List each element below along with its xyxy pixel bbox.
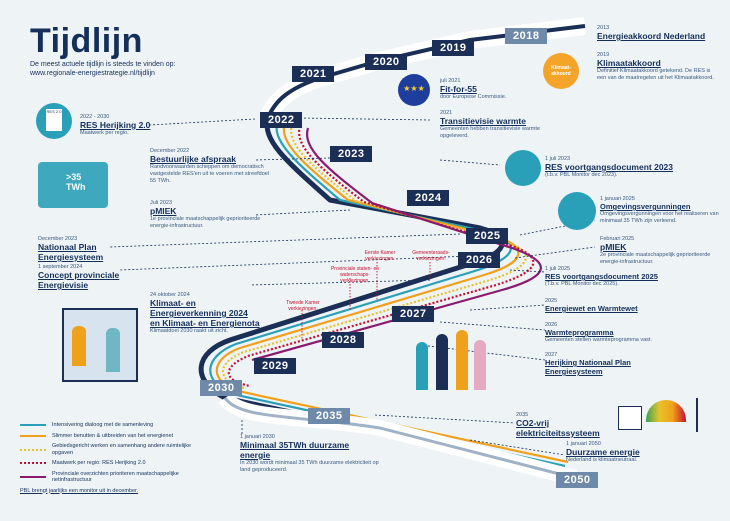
legend: Intensivering dialoog met de samenleving… [20, 422, 195, 494]
event-title[interactable]: Energiewet en Warmtewet [545, 304, 638, 313]
event-pmiek-2025: Februari 2025 pMIEK 2e provinciale maats… [600, 236, 725, 266]
legend-item: Intensivering dialoog met de samenleving [20, 422, 195, 429]
event-npe: December 2023 Nationaal Plan Energiesyst… [38, 236, 148, 262]
energy-illustration [618, 398, 718, 438]
klimaatakkoord-icon: Klimaat-akkoord [543, 53, 579, 89]
event-min35: 1 januari 2030 Minimaal 35TWh duurzame e… [240, 434, 379, 473]
event-title[interactable]: Fit-for-55 [440, 84, 477, 94]
event-cpe: 1 september 2024 Concept provinciale Ene… [38, 264, 148, 290]
event-npe-2027: 2027 Herijking Nationaal Plan Energiesys… [545, 352, 675, 376]
year-2021: 2021 [292, 66, 335, 82]
event-title[interactable]: Herijking Nationaal Plan Energiesysteem [545, 358, 631, 376]
year-2029: 2029 [254, 358, 297, 374]
year-2023: 2023 [330, 146, 373, 162]
event-omgeving: 1 januari 2025 Omgevingsvergunningen Omg… [600, 196, 725, 225]
event-2013: 2013 Energieakkoord Nederland [597, 25, 722, 41]
year-2028: 2028 [322, 332, 365, 348]
event-title[interactable]: Concept provinciale Energievisie [38, 270, 120, 290]
year-2025: 2025 [466, 228, 509, 244]
year-2050: 2050 [556, 472, 599, 488]
map-icon [558, 192, 596, 230]
legend-item: Maatwerk per regio: RES Herijking 2.0 [20, 460, 195, 467]
document-icon [505, 150, 541, 186]
event-co2: 2035 CO2-vrij elektriciteitssysteem [516, 412, 626, 438]
year-2026: 2026 [458, 252, 501, 268]
year-2024: 2024 [407, 190, 450, 206]
event-pmiek-2023: Juli 2023 pMIEK 1e provinciale maatschap… [150, 200, 270, 230]
year-2022: 2022 [260, 112, 303, 128]
event-title[interactable]: Klimaatakkoord [597, 58, 661, 68]
netherlands-map-icon: >35 TWh [38, 162, 108, 208]
event-title[interactable]: Transitievisie warmte [440, 116, 526, 126]
event-klimaat-2024: 24 oktober 2024 Klimaat- en Energieverke… [150, 292, 260, 334]
event-title[interactable]: RES Herijking 2.0 [80, 120, 151, 130]
event-transitievisie: 2021 Transitievisie warmte Gemeenten heb… [440, 110, 550, 140]
event-title[interactable]: RES voortgangsdocument 2023 [545, 162, 674, 172]
event-title[interactable]: Nationaal Plan Energiesysteem [38, 242, 104, 262]
event-title[interactable]: pMIEK [150, 206, 177, 216]
event-fitfor55: juli 2021 Fit-for-55 door Europese Commi… [440, 78, 550, 101]
label-tweede-kamer: Tweede Kamer verkiezingen. [286, 300, 320, 312]
legend-footnote: PBL brengt jaarlijks een monitor uit in … [20, 487, 139, 494]
legend-item: Gebiedsgericht werken en samenhang ander… [20, 443, 195, 456]
eu-flag-icon: ★★★ [398, 74, 430, 106]
event-warmte: 2026 Warmteprogramma Gemeenten stellen w… [545, 322, 675, 344]
event-res-herijking: 2022 - 2030 RES Herijking 2.0 Maatwerk p… [80, 114, 190, 137]
road-main [198, 117, 586, 483]
label-gemeenteraad: Gemeenteraads-verkiezingen. [412, 250, 450, 262]
year-2018: 2018 [505, 28, 548, 44]
subtitle-line-2: www.regionale-energiestrategie.nl/tijdli… [30, 70, 155, 77]
event-res-vg-2023: 1 juli 2023 RES voortgangsdocument 2023 … [545, 156, 685, 179]
event-title[interactable]: Energieakkoord Nederland [597, 31, 706, 41]
year-2030: 2030 [200, 380, 243, 396]
event-title[interactable]: RES voortgangsdocument 2025 [545, 272, 658, 281]
event-res-vg-2025: 1 juli 2025 RES voortgangsdocument 2025 … [545, 266, 695, 288]
event-energiewet: 2025 Energiewet en Warmtewet [545, 298, 685, 313]
event-title[interactable]: Duurzame energie [566, 447, 640, 457]
event-title[interactable]: Bestuurlijke afspraak [150, 154, 236, 164]
year-2035: 2035 [308, 408, 351, 424]
event-duurzaam: 1 januari 2050 Duurzame energie Nederlan… [566, 441, 686, 464]
year-2019: 2019 [432, 40, 475, 56]
year-2027: 2027 [392, 306, 435, 322]
legend-item: Provinciale overzichten prioriteren maat… [20, 471, 195, 484]
event-title[interactable]: Warmteprogramma [545, 328, 614, 337]
subtitle-line-1: De meest actuele tijdlijn is steeds te v… [30, 61, 176, 68]
event-title[interactable]: CO2-vrij elektriciteitssysteem [516, 418, 600, 438]
event-title[interactable]: Minimaal 35TWh duurzame energie [240, 440, 350, 460]
res-document-icon: RES 2.0 [36, 103, 72, 139]
page-subtitle: De meest actuele tijdlijn is steeds te v… [30, 60, 230, 78]
event-title[interactable]: Omgevingsvergunningen [600, 202, 691, 211]
event-2019: 2019 Klimaatakkoord Definitief Klimaatak… [597, 52, 717, 82]
year-2020: 2020 [365, 54, 408, 70]
event-bestuurlijk: December 2022 Bestuurlijke afspraak Rand… [150, 148, 270, 184]
event-title[interactable]: pMIEK [600, 242, 627, 252]
people-illustration [408, 330, 492, 396]
window-illustration [62, 308, 138, 382]
event-title[interactable]: Klimaat- en Energieverkenning 2024 en Kl… [150, 298, 260, 328]
label-eerste-kamer: Eerste Kamer verkiezingen. [364, 250, 396, 262]
label-provinciale: Provinciale staten- en waterschaps-verki… [330, 266, 380, 284]
legend-item: Slimmer benutten & uitbreiden van het en… [20, 433, 195, 440]
page-title: Tijdlijn [30, 22, 143, 60]
